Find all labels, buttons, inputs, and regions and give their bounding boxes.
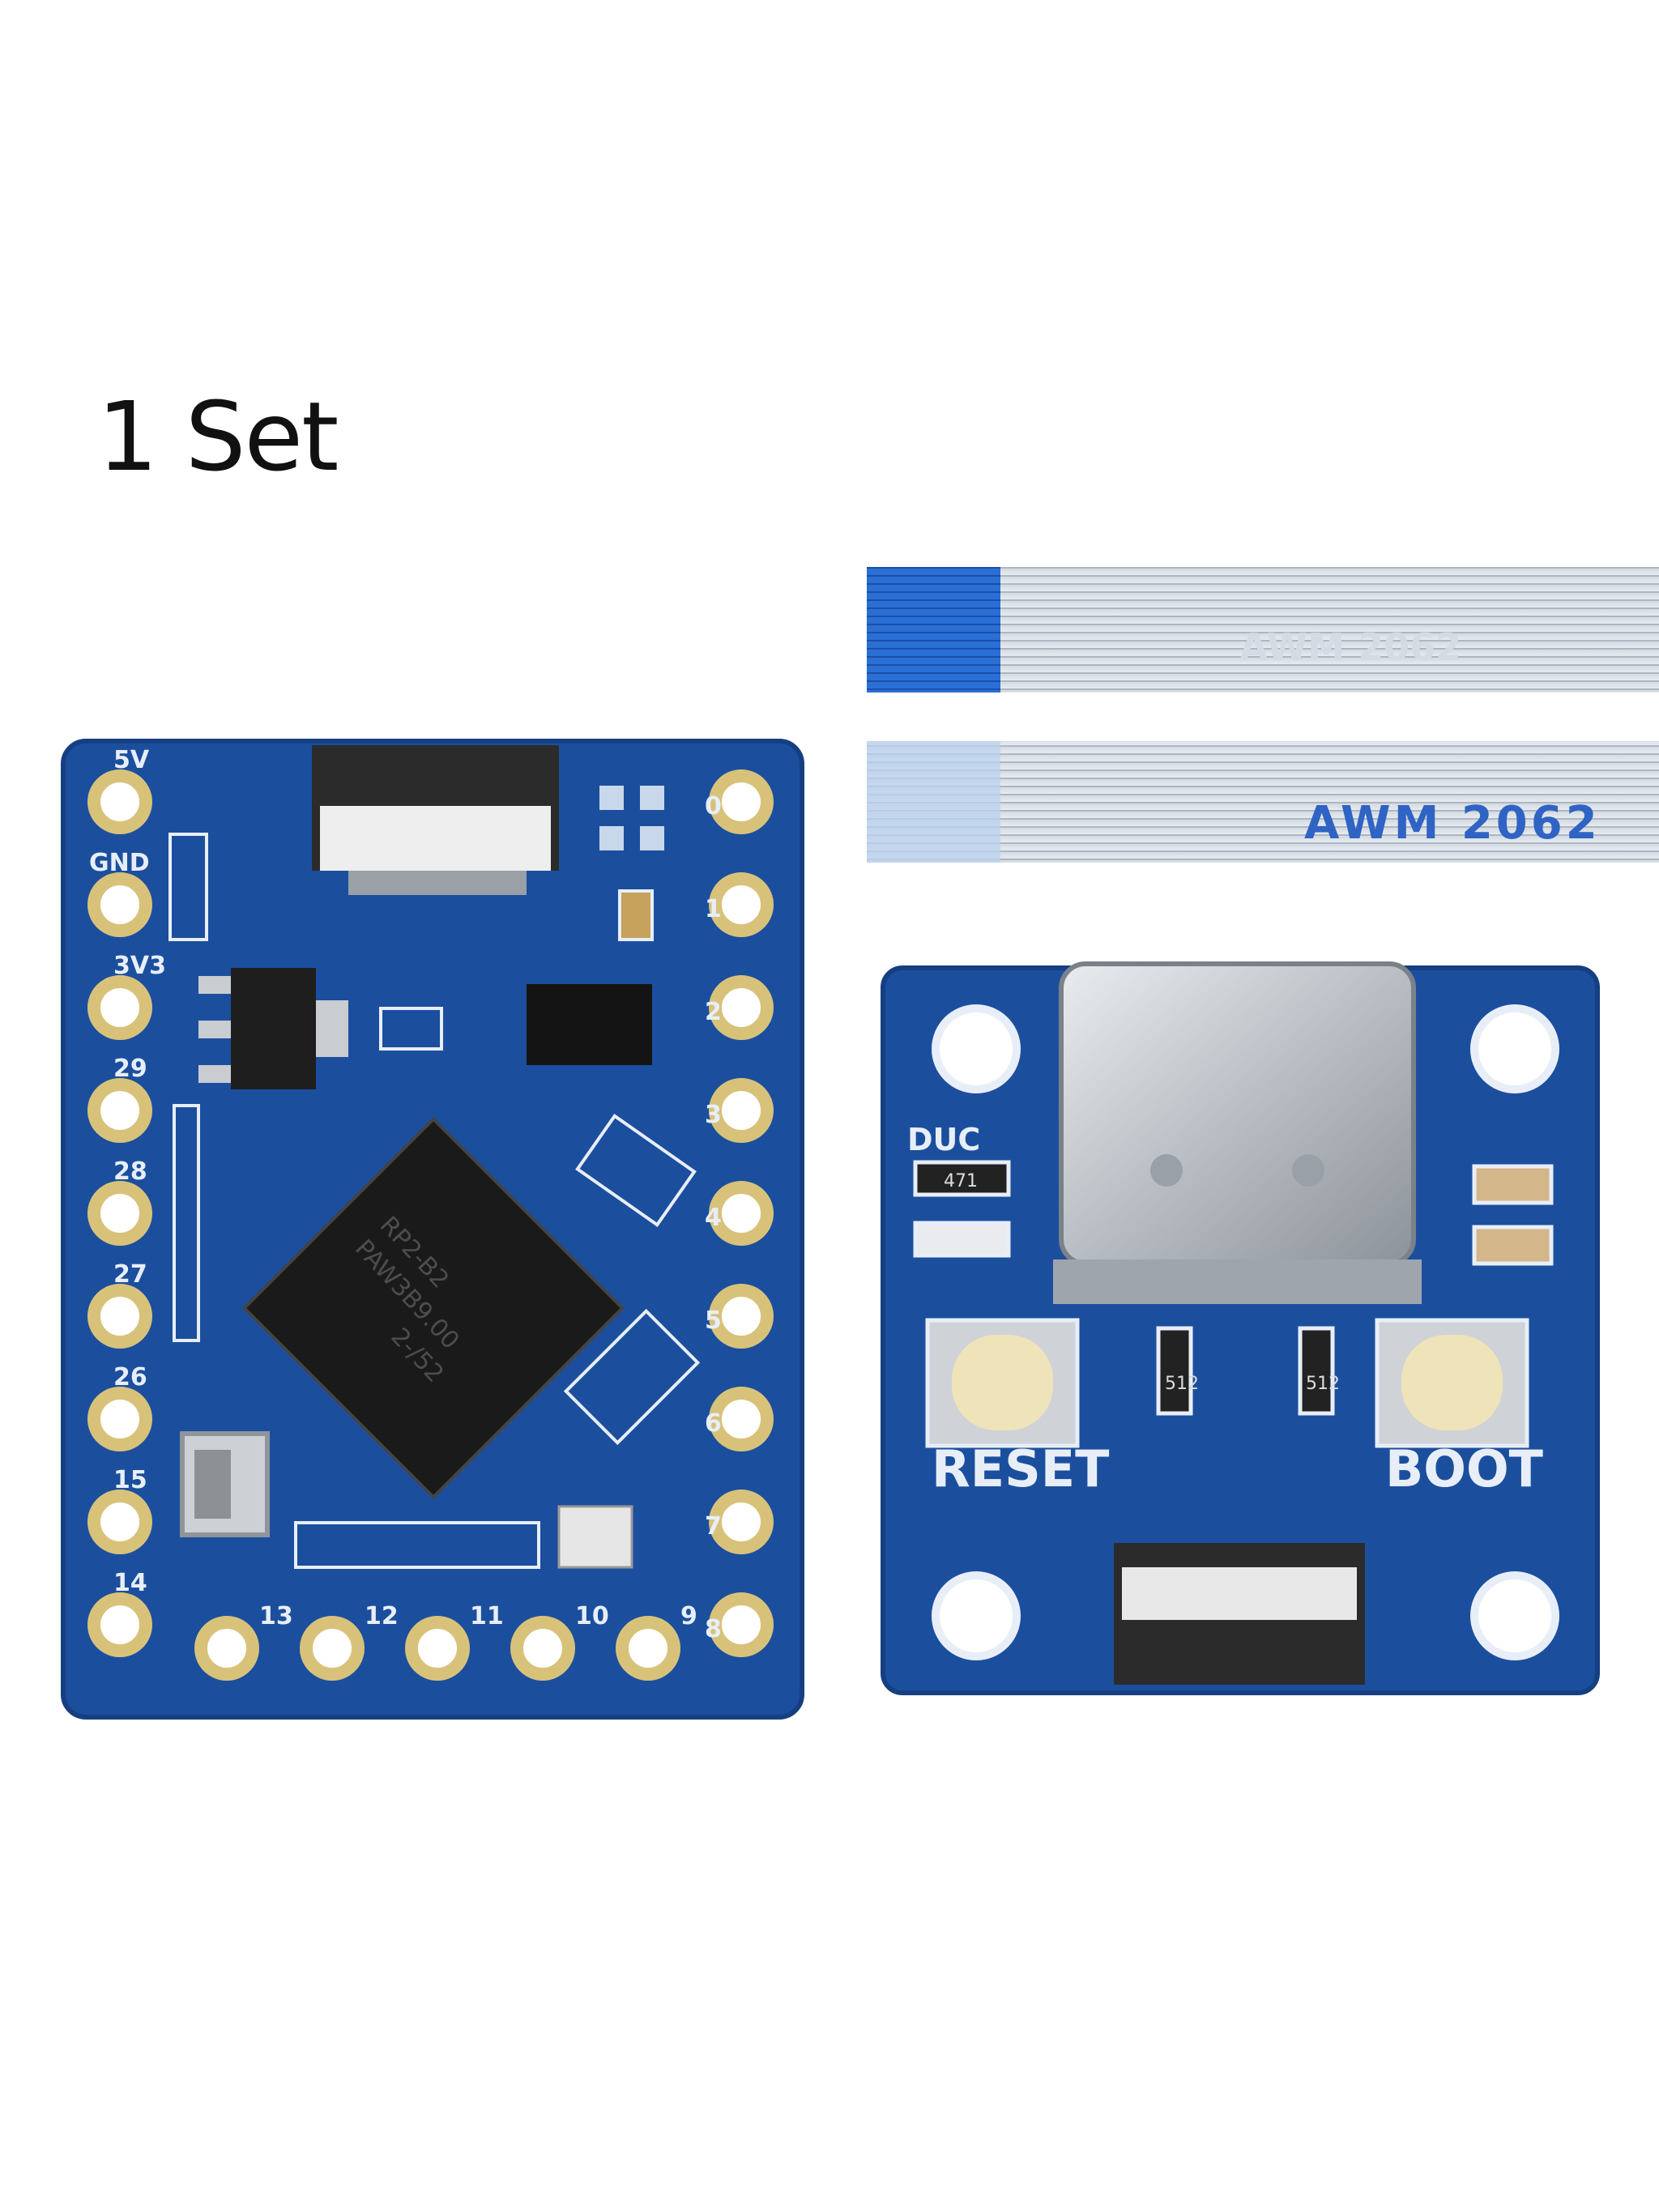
usb-c-board: RESET BOOT DUC 471 512 512 (881, 961, 1600, 1695)
right-pin-pads (709, 769, 774, 1657)
cable-print-top: AWM 2062 (1239, 625, 1461, 669)
pin-pad-left (87, 1592, 152, 1657)
pin-label-right: 0 (705, 792, 722, 820)
resistor-left-label: 512 (1165, 1374, 1199, 1394)
pin-pad-bottom (300, 1616, 365, 1681)
pin-label-right: 1 (705, 895, 722, 923)
left-pin-pads (87, 769, 152, 1657)
usb-c-connector (1059, 961, 1416, 1266)
pin-label-bottom: 13 (259, 1602, 293, 1630)
pin-pad-right (709, 1490, 774, 1554)
pin-label-bottom: 10 (575, 1602, 609, 1630)
resistor-right-label: 512 (1306, 1374, 1340, 1394)
pin-label-bottom: 12 (365, 1602, 399, 1630)
pin-pad-left (87, 872, 152, 937)
pin-label-right: 5 (705, 1306, 722, 1335)
pin-label-left: 27 (113, 1260, 147, 1289)
pin-label-left: 14 (113, 1569, 147, 1597)
pin-label-right: 2 (705, 998, 722, 1026)
pin-label-right: 7 (705, 1512, 722, 1541)
pin-pad-right (709, 872, 774, 937)
pin-pad-left (87, 1078, 152, 1143)
reset-button (925, 1318, 1080, 1448)
reset-label: RESET (932, 1439, 1109, 1498)
pin-pad-right (709, 1387, 774, 1451)
pin-label-left: GND (89, 849, 150, 877)
pin-pad-left (87, 1284, 152, 1349)
pin-pad-left (87, 1181, 152, 1246)
pin-label-right: 3 (705, 1101, 722, 1129)
rp2040-board: RP2-B2 PAW3B9.00 2-/52 5VGND3V3292827261… (61, 739, 804, 1720)
pin-label-left: 3V3 (113, 952, 166, 980)
pin-label-left: 28 (113, 1157, 147, 1186)
pin-label-left: 29 (113, 1055, 147, 1083)
pin-label-right: 8 (705, 1615, 722, 1643)
pin-pad-left (87, 1387, 152, 1451)
pin-pad-left (87, 975, 152, 1040)
pin-label-right: 6 (705, 1409, 722, 1438)
cable-print-bottom: AWM 2062 (1304, 797, 1601, 850)
pin-label-right: 4 (705, 1204, 722, 1232)
pin-pad-right (709, 1181, 774, 1246)
boot-label: BOOT (1385, 1439, 1543, 1498)
pin-pad-right (709, 769, 774, 834)
pin-pad-right (709, 975, 774, 1040)
pin-pad-bottom (405, 1616, 470, 1681)
ribbon-cable-bottom: AWM 2062 (867, 741, 1659, 863)
pin-pad-right (709, 1284, 774, 1349)
pin-pad-right (709, 1078, 774, 1143)
resistor-top-label: 471 (944, 1171, 978, 1191)
pin-pad-right (709, 1592, 774, 1657)
pin-label-bottom: 9 (680, 1602, 697, 1630)
caption-title: 1 Set (97, 381, 339, 492)
led-label: DUC (907, 1122, 980, 1157)
pin-label-left: 15 (113, 1466, 147, 1494)
bottom-pin-pads (194, 1616, 680, 1681)
pin-pad-bottom (616, 1616, 680, 1681)
pin-pad-left (87, 769, 152, 834)
pin-label-left: 26 (113, 1363, 147, 1392)
boot-button (1375, 1318, 1529, 1448)
pin-pad-bottom (194, 1616, 259, 1681)
pin-pad-left (87, 1490, 152, 1554)
pin-pad-bottom (510, 1616, 575, 1681)
ribbon-cable-top: AWM 2062 (867, 567, 1659, 693)
pin-label-bottom: 11 (470, 1602, 504, 1630)
pin-label-left: 5V (113, 746, 150, 774)
